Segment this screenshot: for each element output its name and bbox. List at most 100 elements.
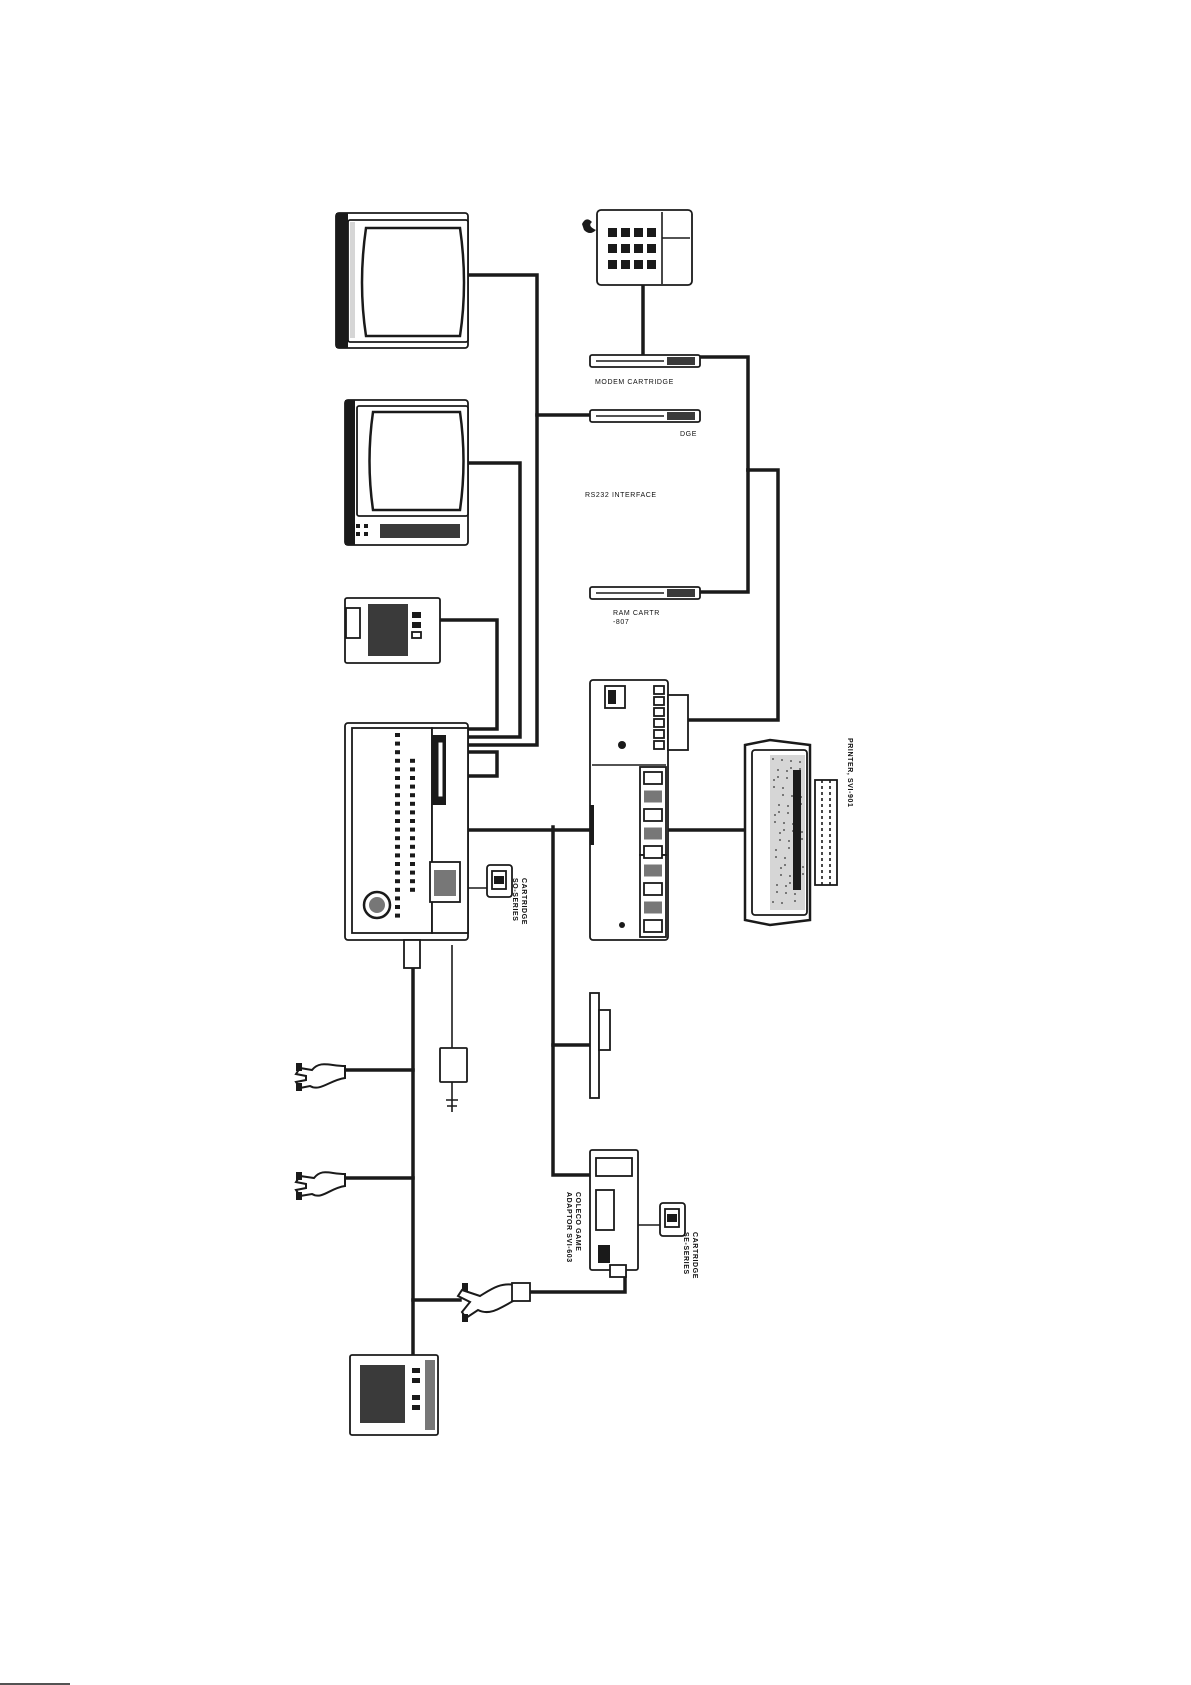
ram-cartridge-label: RAM CARTR -807 [613,610,662,626]
detail-shape [790,760,792,762]
detail-shape [647,228,656,237]
detail-shape [799,761,801,763]
detail-shape [777,776,779,778]
coleco-game-adaptor-icon [590,1150,638,1277]
detail-shape [647,260,656,269]
detail-shape [778,811,780,813]
detail-shape [410,802,415,806]
detail-shape [775,849,777,851]
detail-shape [784,857,786,859]
detail-shape [410,871,415,875]
detail-shape [772,758,774,760]
detail-shape [395,759,400,763]
printer-label: PRINTER, SVI-901 [846,738,853,808]
detail-shape [779,832,781,834]
tv-set-icon [336,213,468,348]
detail-shape [410,767,415,771]
detail-shape [644,828,662,840]
detail-shape [644,865,662,877]
monitor-icon [345,400,468,545]
detail-shape [783,822,785,824]
detail-shape [785,892,787,894]
printer-icon [745,740,837,925]
detail-shape [395,836,400,840]
detail-shape [654,686,664,694]
detail-shape [644,883,662,895]
detail-shape [775,856,777,858]
detail-shape [794,893,796,895]
detail-shape [789,875,791,877]
detail-shape [787,805,789,807]
detail-shape [410,879,415,883]
detail-shape [801,831,803,833]
detail-shape [410,793,415,797]
detail-shape [788,847,790,849]
cartridge-so-series-icon [487,865,512,897]
detail-shape [644,846,662,858]
joystick-3-icon [458,1283,530,1322]
detail-shape [634,260,643,269]
detail-shape [395,828,400,832]
detail-shape [395,871,400,875]
detail-shape [791,795,793,797]
detail-shape [779,839,781,841]
detail-shape [410,819,415,823]
detail-shape [786,770,788,772]
detail-shape [410,836,415,840]
rs232-interface-label: RS232 INTERFACE [585,492,657,499]
telephone-icon [582,210,692,285]
cartridge-so-series-label: CARTRIDGE SO-SERIES [511,878,527,928]
cartridge-se-series-label: CARTRIDGE SE-SERIES [682,1232,698,1282]
detail-shape [774,821,776,823]
detail-shape [802,873,804,875]
detail-shape [395,733,400,737]
detail-shape [410,785,415,789]
detail-shape [395,785,400,789]
detail-shape [654,719,664,727]
joystick-1-icon [296,1063,345,1091]
modem-cartridge-label: MODEM CARTRIDGE [595,379,674,386]
detail-shape [621,260,630,269]
detail-shape [410,853,415,857]
detail-shape [802,866,804,868]
detail-shape [784,864,786,866]
detail-shape [608,260,617,269]
detail-shape [783,829,785,831]
detail-shape [395,802,400,806]
detail-shape [410,810,415,814]
detail-shape [395,810,400,814]
detail-shape [395,888,400,892]
detail-shape [654,708,664,716]
detail-shape [395,879,400,883]
dge-cartridge-icon [590,410,700,422]
detail-shape [644,920,662,932]
detail-shape [608,228,617,237]
joystick-2-icon [296,1172,345,1200]
detail-shape [395,767,400,771]
detail-shape [395,793,400,797]
detail-shape [644,809,662,821]
detail-shape [410,759,415,763]
main-computer-unit-icon [345,723,468,968]
detail-shape [621,244,630,253]
game-tablet-icon [350,1355,438,1435]
detail-shape [410,845,415,849]
detail-shape [777,769,779,771]
detail-shape [395,750,400,754]
detail-shape [395,914,400,918]
detail-shape [799,768,801,770]
detail-shape [395,905,400,909]
detail-shape [410,888,415,892]
detail-shape [790,767,792,769]
detail-shape [782,794,784,796]
expansion-board-icon [590,993,610,1098]
detail-shape [644,902,662,914]
detail-shape [608,244,617,253]
detail-shape [654,741,664,749]
detail-shape [654,730,664,738]
detail-shape [395,742,400,746]
detail-shape [773,779,775,781]
detail-shape [647,244,656,253]
detail-shape [410,862,415,866]
detail-shape [773,786,775,788]
